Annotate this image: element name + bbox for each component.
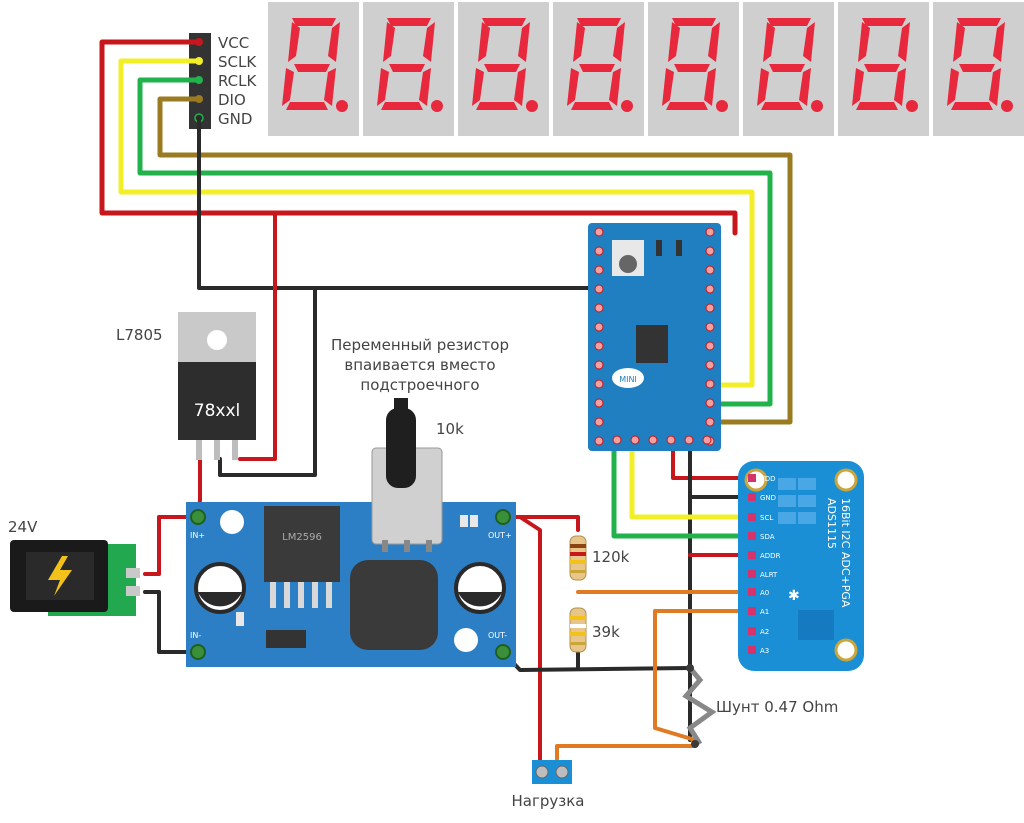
pin-label-rclk: RCLK: [218, 72, 258, 90]
ads1115-board: ✱ 16Bit I2C ADC+PGA ADS1115 VDD GND SCL SDA…: [738, 461, 864, 671]
digit-8: [933, 2, 1024, 136]
pin-label-gnd: GND: [218, 110, 252, 128]
digit-4: [553, 2, 644, 136]
pin-label-dio: DIO: [218, 91, 246, 109]
wire-5v-reg: [238, 211, 277, 461]
adc-pin-sda: [748, 532, 756, 540]
wire-sda: [611, 441, 758, 539]
note-line-3: подстроечного: [360, 376, 479, 394]
adc-pin-label-a2: A2: [760, 628, 769, 636]
note-line-1: Переменный резистор: [331, 336, 509, 354]
adc-pin-label-a0: A0: [760, 589, 769, 597]
shunt-label: Шунт 0.47 Ohm: [716, 698, 838, 716]
wire-rclk: [137, 77, 773, 407]
regulator-label: L7805: [116, 326, 163, 344]
adc-pin-label-gnd: GND: [760, 494, 776, 502]
buck-out-minus: OUT-: [488, 631, 507, 640]
digit-2: [363, 2, 454, 136]
wire-sclk: [118, 58, 755, 388]
digit-5: [648, 2, 739, 136]
load-terminal: [532, 760, 572, 784]
adc-pin-alrt: [748, 570, 756, 578]
digit-7: [838, 2, 929, 136]
wire-adc-vdd: [671, 442, 757, 480]
arduino-pro-mini: MINI: [588, 223, 721, 451]
jack-voltage: 24V: [8, 518, 38, 536]
buck-out-plus: OUT+: [488, 531, 512, 540]
dc-power-jack: [10, 540, 140, 616]
digit-3: [458, 2, 549, 136]
resistor-120k-label: 120k: [592, 548, 630, 566]
shunt-resistor: [682, 664, 717, 748]
adc-pin-label-alrt: ALRT: [760, 571, 778, 579]
l7805-regulator: 78xxl: [178, 312, 256, 460]
pin-label-vcc: VCC: [218, 34, 249, 52]
buck-in-minus: IN-: [190, 631, 201, 640]
resistor-39k: [569, 607, 587, 653]
digit-6: [743, 2, 834, 136]
arduino-label: MINI: [619, 375, 637, 384]
wire-jack-plus: [143, 515, 200, 576]
digit-1: [268, 2, 359, 136]
adc-pin-label-a1: A1: [760, 608, 769, 616]
pin-label-sclk: SCLK: [218, 53, 257, 71]
adc-pin-a2: [748, 627, 756, 635]
regulator-marking: 78xxl: [194, 401, 240, 421]
lightning-icon: [48, 556, 72, 596]
adc-pin-scl: [748, 513, 756, 521]
adc-pin-a1: [748, 607, 756, 615]
star-icon: ✱: [788, 588, 800, 604]
wire-out-plus-load: [518, 515, 542, 770]
adc-pin-a0: [748, 588, 756, 596]
potentiometer: [371, 398, 443, 552]
wire-out-minus: [501, 650, 692, 672]
wire-vcc: [99, 39, 738, 236]
wire-a1: [653, 609, 757, 742]
load-label: Нагрузка: [512, 792, 585, 810]
wire-gnd-reg: [218, 286, 317, 477]
adc-pin-vdd: [748, 474, 756, 482]
adc-pin-label-vdd: VDD: [760, 475, 776, 483]
buck-chip: LM2596: [282, 532, 322, 543]
wire-jack-minus: [143, 590, 200, 654]
wire-load-orange: [555, 744, 697, 770]
adc-pin-label-a3: A3: [760, 647, 769, 655]
adc-title: 16Bit I2C ADC+PGA: [839, 498, 852, 608]
wire-dio: [157, 96, 793, 425]
note-line-2: впаивается вместо: [344, 356, 495, 374]
adc-part: ADS1115: [825, 498, 838, 549]
adc-pin-a3: [748, 646, 756, 654]
adc-pin-label-addr: ADDR: [760, 552, 781, 560]
wire-scl: [629, 441, 758, 520]
pot-value: 10k: [436, 420, 464, 438]
resistor-120k: [569, 535, 587, 581]
seven-segment-display: [268, 2, 1024, 136]
wire-out-plus: [501, 515, 580, 532]
adc-pin-addr: [748, 551, 756, 559]
lm2596-buck-module: LM2596 IN+ IN- OUT+ OUT-: [186, 502, 516, 667]
adc-pin-label-sda: SDA: [760, 533, 775, 541]
adc-pin-label-scl: SCL: [760, 514, 773, 522]
adc-pin-gnd: [748, 493, 756, 501]
buck-in-plus: IN+: [190, 531, 205, 540]
resistor-39k-label: 39k: [592, 623, 620, 641]
wire-gnd-display: [197, 116, 602, 290]
